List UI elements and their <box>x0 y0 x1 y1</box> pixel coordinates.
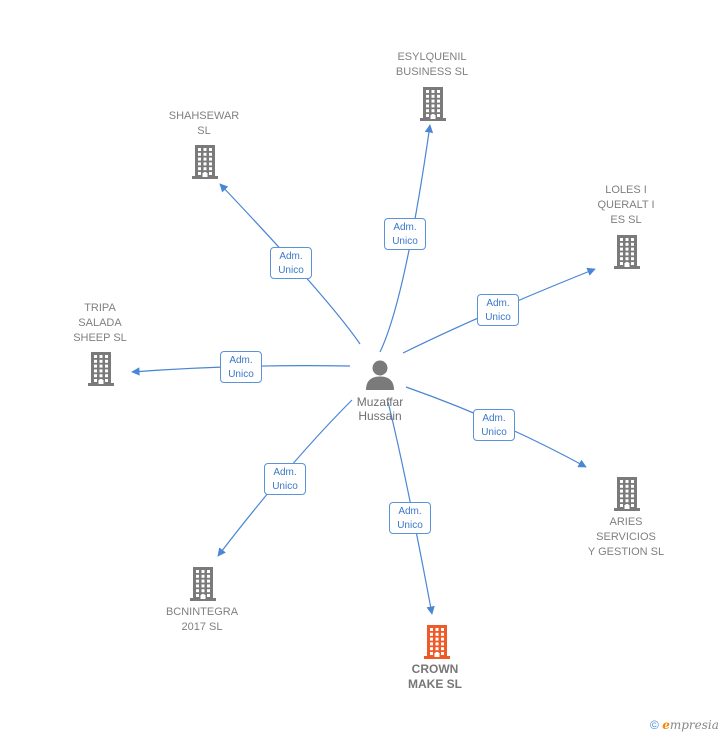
edge-label-shahsewar: Adm. Unico <box>270 247 312 279</box>
edge-label-role: Adm. <box>273 467 297 478</box>
edge-label-role: Adm. <box>393 222 417 233</box>
edge-label-type: Unico <box>228 369 254 380</box>
edge-line-crown <box>387 401 435 615</box>
edge-label-type: Unico <box>392 236 418 247</box>
company-name-loles[interactable]: LOLES I QUERALT I ES SL <box>597 184 655 226</box>
person-icon <box>366 360 394 390</box>
edge-label-role: Adm. <box>398 506 422 517</box>
company-name-bcnintegra[interactable]: BCNINTEGRA 2017 SL <box>165 606 239 633</box>
edge-label-type: Unico <box>397 520 423 531</box>
building-icon[interactable] <box>188 566 218 607</box>
edge-label-type: Unico <box>481 427 507 438</box>
building-icon[interactable] <box>190 144 220 185</box>
edge-label-bcnintegra: Adm. Unico <box>264 463 306 495</box>
company-name-esylquenil[interactable]: ESYLQUENIL BUSINESS SL <box>395 51 469 78</box>
copyright-icon: © <box>650 718 659 732</box>
company-name-shahsewar[interactable]: SHAHSEWAR SL <box>168 110 240 137</box>
edge-label-role: Adm. <box>229 355 253 366</box>
edge-label-role: Adm. <box>279 251 303 262</box>
edge-label-loles: Adm. Unico <box>477 294 519 326</box>
person-node[interactable] <box>362 358 398 392</box>
edge-label-type: Unico <box>278 265 304 276</box>
edge-line-shahsewar <box>219 183 361 345</box>
building-icon[interactable] <box>418 86 448 127</box>
edge-label-type: Unico <box>272 481 298 492</box>
building-icon[interactable] <box>612 234 642 275</box>
edge-label-esylquenil: Adm. Unico <box>384 218 426 250</box>
company-name-aries[interactable]: ARIES SERVICIOS Y GESTION SL <box>587 516 665 558</box>
building-icon[interactable] <box>422 624 452 665</box>
brand-name: mpresia <box>669 718 719 732</box>
person-name: Muzaffar Hussain <box>356 395 404 423</box>
building-icon[interactable] <box>612 476 642 517</box>
edge-label-type: Unico <box>485 312 511 323</box>
brand-logo-initial: e <box>662 718 670 732</box>
footer-brand: © empresia <box>650 718 719 732</box>
company-name-crown[interactable]: CROWN MAKE SL <box>408 662 462 691</box>
edge-label-tripa: Adm. Unico <box>220 351 262 383</box>
edge-line-esylquenil <box>379 124 434 353</box>
building-icon[interactable] <box>86 351 116 392</box>
edge-label-aries: Adm. Unico <box>473 409 515 441</box>
company-name-tripa[interactable]: TRIPA SALADA SHEEP SL <box>73 302 127 344</box>
edge-label-crown: Adm. Unico <box>389 502 431 534</box>
edge-label-role: Adm. <box>486 298 510 309</box>
edge-label-role: Adm. <box>482 413 506 424</box>
